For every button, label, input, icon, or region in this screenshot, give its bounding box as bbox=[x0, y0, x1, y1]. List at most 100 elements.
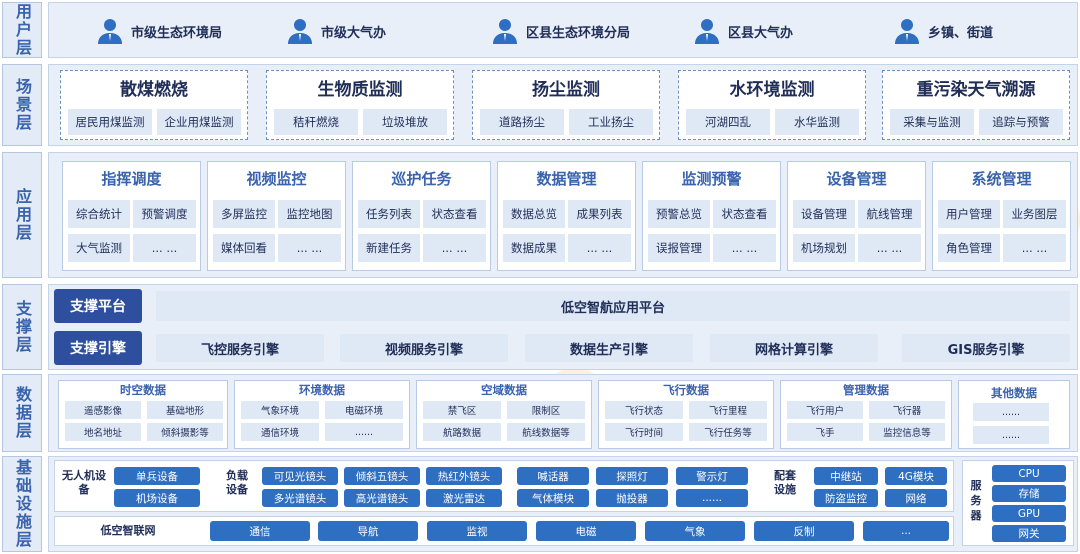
app-module: 巡护任务 任务列表 状态查看 新建任务 ... ... bbox=[352, 161, 491, 271]
payload-item: 激光雷达 bbox=[426, 489, 502, 507]
app-item: 设备管理 bbox=[793, 200, 855, 228]
data-group: 空域数据 禁飞区 限制区 航路数据 航线数据等 bbox=[416, 380, 592, 449]
data-group: 飞行数据 飞行状态 飞行里程 飞行时间 飞行任务等 bbox=[598, 380, 774, 449]
scene-title: 散煤燃烧 bbox=[120, 80, 188, 100]
layer-label-infra: 基础设施层 bbox=[2, 456, 42, 552]
data-item: 飞行任务等 bbox=[689, 423, 767, 441]
network-label: 低空智联网 bbox=[100, 524, 156, 537]
app-item: 数据成果 bbox=[503, 234, 565, 262]
data-item: 电磁环境 bbox=[325, 401, 403, 419]
drone-device-item: 机场设备 bbox=[114, 489, 200, 507]
scene-item: 道路扬尘 bbox=[480, 109, 564, 135]
engine-item: GIS服务引擎 bbox=[902, 334, 1070, 362]
user-icon bbox=[288, 19, 312, 44]
support-platform-label: 支撑平台 bbox=[54, 289, 142, 323]
data-item: 飞行时间 bbox=[605, 423, 683, 441]
network-item: ... bbox=[863, 521, 949, 541]
app-item: 误报管理 bbox=[648, 234, 710, 262]
data-item: ...... bbox=[973, 426, 1049, 444]
scene-item: 河湖四乱 bbox=[686, 109, 770, 135]
network-item: 通信 bbox=[210, 521, 310, 541]
payload-item: 喊话器 bbox=[517, 467, 589, 485]
payload-item: 多光谱镜头 bbox=[262, 489, 338, 507]
scene-title: 生物质监测 bbox=[317, 80, 403, 100]
scene-item: 秸秆燃烧 bbox=[274, 109, 358, 135]
app-item: ... ... bbox=[423, 234, 486, 262]
app-title: 系统管理 bbox=[971, 170, 1032, 188]
engine-item: 数据生产引擎 bbox=[525, 334, 693, 362]
server-item: 网关 bbox=[992, 525, 1066, 542]
data-item: 航路数据 bbox=[423, 423, 501, 441]
scene-item: 企业用煤监测 bbox=[157, 109, 241, 135]
data-item: 飞行状态 bbox=[605, 401, 683, 419]
network-item: 气象 bbox=[645, 521, 745, 541]
app-item: 数据总览 bbox=[503, 200, 565, 228]
app-item: ... ... bbox=[278, 234, 341, 262]
app-module: 视频监控 多屏监控 监控地图 媒体回看 ... ... bbox=[207, 161, 346, 271]
scene-card: 扬尘监测 道路扬尘 工业扬尘 bbox=[472, 70, 660, 140]
data-item: 飞手 bbox=[787, 423, 863, 441]
scene-item: 居民用煤监测 bbox=[68, 109, 152, 135]
data-item: 飞行里程 bbox=[689, 401, 767, 419]
engine-item: 网格计算引擎 bbox=[710, 334, 878, 362]
app-item: 综合统计 bbox=[68, 200, 130, 228]
server-item: GPU bbox=[992, 505, 1066, 522]
scene-title: 扬尘监测 bbox=[532, 80, 600, 100]
network-item: 监视 bbox=[427, 521, 527, 541]
scene-item: 水华监测 bbox=[775, 109, 859, 135]
data-group: 环境数据 气象环境 电磁环境 通信环境 ...... bbox=[234, 380, 410, 449]
user-item: 市级大气办 bbox=[286, 8, 386, 54]
scene-card: 生物质监测 秸秆燃烧 垃圾堆放 bbox=[266, 70, 454, 140]
app-item: 成果列表 bbox=[568, 200, 631, 228]
drone-device-item: 单兵设备 bbox=[114, 467, 200, 485]
app-item: ... ... bbox=[133, 234, 196, 262]
data-item: 航线数据等 bbox=[507, 423, 585, 441]
support-engine-label: 支撑引擎 bbox=[54, 331, 142, 365]
app-item: 监控地图 bbox=[278, 200, 341, 228]
app-title: 监测预警 bbox=[681, 170, 742, 188]
app-title: 设备管理 bbox=[826, 170, 887, 188]
app-module: 指挥调度 综合统计 预警调度 大气监测 ... ... bbox=[62, 161, 201, 271]
payload-item: ...... bbox=[676, 489, 748, 507]
data-group-title: 其他数据 bbox=[991, 386, 1037, 400]
data-group: 管理数据 飞行用户 飞行器 飞手 监控信息等 bbox=[780, 380, 952, 449]
data-item: 遥感影像 bbox=[65, 401, 141, 419]
data-item: 禁飞区 bbox=[423, 401, 501, 419]
payload-item: 探照灯 bbox=[596, 467, 668, 485]
drone-device-label: 无人机设备 bbox=[62, 469, 106, 496]
app-item: 新建任务 bbox=[358, 234, 420, 262]
scene-title: 重污染天气溯源 bbox=[916, 80, 1036, 100]
data-item: 飞行用户 bbox=[787, 401, 863, 419]
network-item: 导航 bbox=[318, 521, 418, 541]
app-module: 监测预警 预警总览 状态查看 误报管理 ... ... bbox=[642, 161, 781, 271]
network-item: 电磁 bbox=[536, 521, 636, 541]
user-item: 区县生态环境分局 bbox=[491, 8, 630, 54]
server-item: 存储 bbox=[992, 485, 1066, 502]
data-group: 其他数据 ...... ...... bbox=[958, 380, 1070, 449]
app-item: 状态查看 bbox=[423, 200, 486, 228]
support-facility-label: 配套设施 bbox=[774, 469, 796, 496]
app-title: 巡护任务 bbox=[391, 170, 452, 188]
engine-item: 飞控服务引擎 bbox=[156, 334, 324, 362]
app-item: 航线管理 bbox=[858, 200, 921, 228]
user-icon bbox=[895, 19, 919, 44]
data-group: 时空数据 遥感影像 基础地形 地名地址 倾斜摄影等 bbox=[58, 380, 228, 449]
scene-card: 散煤燃烧 居民用煤监测 企业用煤监测 bbox=[60, 70, 248, 140]
app-item: ... ... bbox=[1003, 234, 1066, 262]
app-item: 机场规划 bbox=[793, 234, 855, 262]
payload-item: 高光谱镜头 bbox=[344, 489, 420, 507]
scene-item: 工业扬尘 bbox=[569, 109, 653, 135]
app-item: 预警总览 bbox=[648, 200, 710, 228]
app-item: 大气监测 bbox=[68, 234, 130, 262]
device-panel bbox=[54, 460, 954, 512]
app-item: 角色管理 bbox=[938, 234, 1000, 262]
payload-item: 气体模块 bbox=[517, 489, 589, 507]
app-title: 数据管理 bbox=[536, 170, 597, 188]
support-facility-item: 4G模块 bbox=[885, 467, 947, 485]
data-group-title: 空域数据 bbox=[481, 383, 527, 397]
data-item: 飞行器 bbox=[869, 401, 945, 419]
payload-item: 热红外镜头 bbox=[426, 467, 502, 485]
app-title: 指挥调度 bbox=[101, 170, 162, 188]
layer-label-support: 支撑层 bbox=[2, 284, 42, 370]
scene-item: 采集与监测 bbox=[890, 109, 974, 135]
